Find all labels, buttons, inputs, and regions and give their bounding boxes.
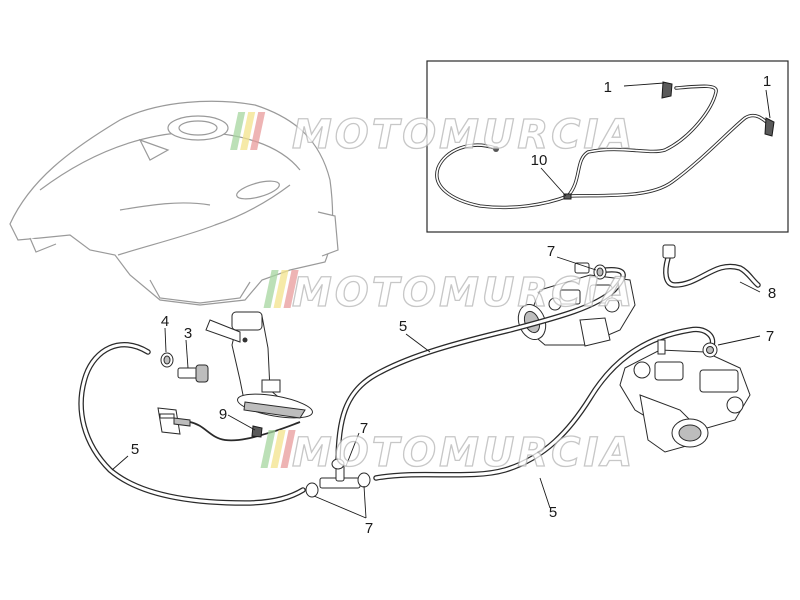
t-fitting xyxy=(305,458,371,498)
callout-3: 3 xyxy=(184,325,192,342)
fitting-3 xyxy=(177,364,209,383)
callout-10: 10 xyxy=(531,152,548,169)
watermark-bottom: MOTOMURCIA xyxy=(260,429,635,477)
nozzle-fitting xyxy=(657,339,666,355)
watermark-top: MOTOMURCIA xyxy=(230,111,635,159)
watermark-text-bottom: MOTOMURCIA xyxy=(292,430,635,476)
leader-lines xyxy=(111,82,771,519)
callout-8: 8 xyxy=(768,285,776,302)
fuel-tank xyxy=(9,100,339,306)
throttle-body-right xyxy=(619,349,751,453)
callout-5-left: 5 xyxy=(131,441,139,458)
clamp-7-right xyxy=(702,342,718,358)
callout-7-center: 7 xyxy=(360,420,368,437)
hose-main-lower xyxy=(373,326,716,481)
callout-labels: 1 1 10 7 8 5 7 4 3 9 7 5 5 7 xyxy=(131,73,776,537)
callout-7-top: 7 xyxy=(547,243,555,260)
watermark-middle: MOTOMURCIA xyxy=(263,269,635,317)
callout-4: 4 xyxy=(161,313,169,330)
hose-main-upper xyxy=(335,267,626,468)
watermark-text-middle: MOTOMURCIA xyxy=(292,270,635,316)
callout-7-right: 7 xyxy=(766,328,774,345)
callout-9: 9 xyxy=(219,406,227,423)
callout-1-left: 1 xyxy=(604,79,612,96)
callout-7-bottom: 7 xyxy=(365,520,373,537)
clamp-7-top xyxy=(593,264,607,280)
callout-1-right: 1 xyxy=(763,73,771,90)
watermark-text-top: MOTOMURCIA xyxy=(292,112,635,158)
inset-hose xyxy=(435,81,775,210)
callout-5-bottom-right: 5 xyxy=(549,504,557,521)
inset-frame xyxy=(426,60,789,233)
fuel-pump xyxy=(205,311,313,419)
clamp-4 xyxy=(160,352,174,368)
callout-5-middle: 5 xyxy=(399,318,407,335)
pipe-8 xyxy=(662,244,761,288)
hose-left-loop xyxy=(78,342,306,506)
connector-wires xyxy=(157,407,301,442)
